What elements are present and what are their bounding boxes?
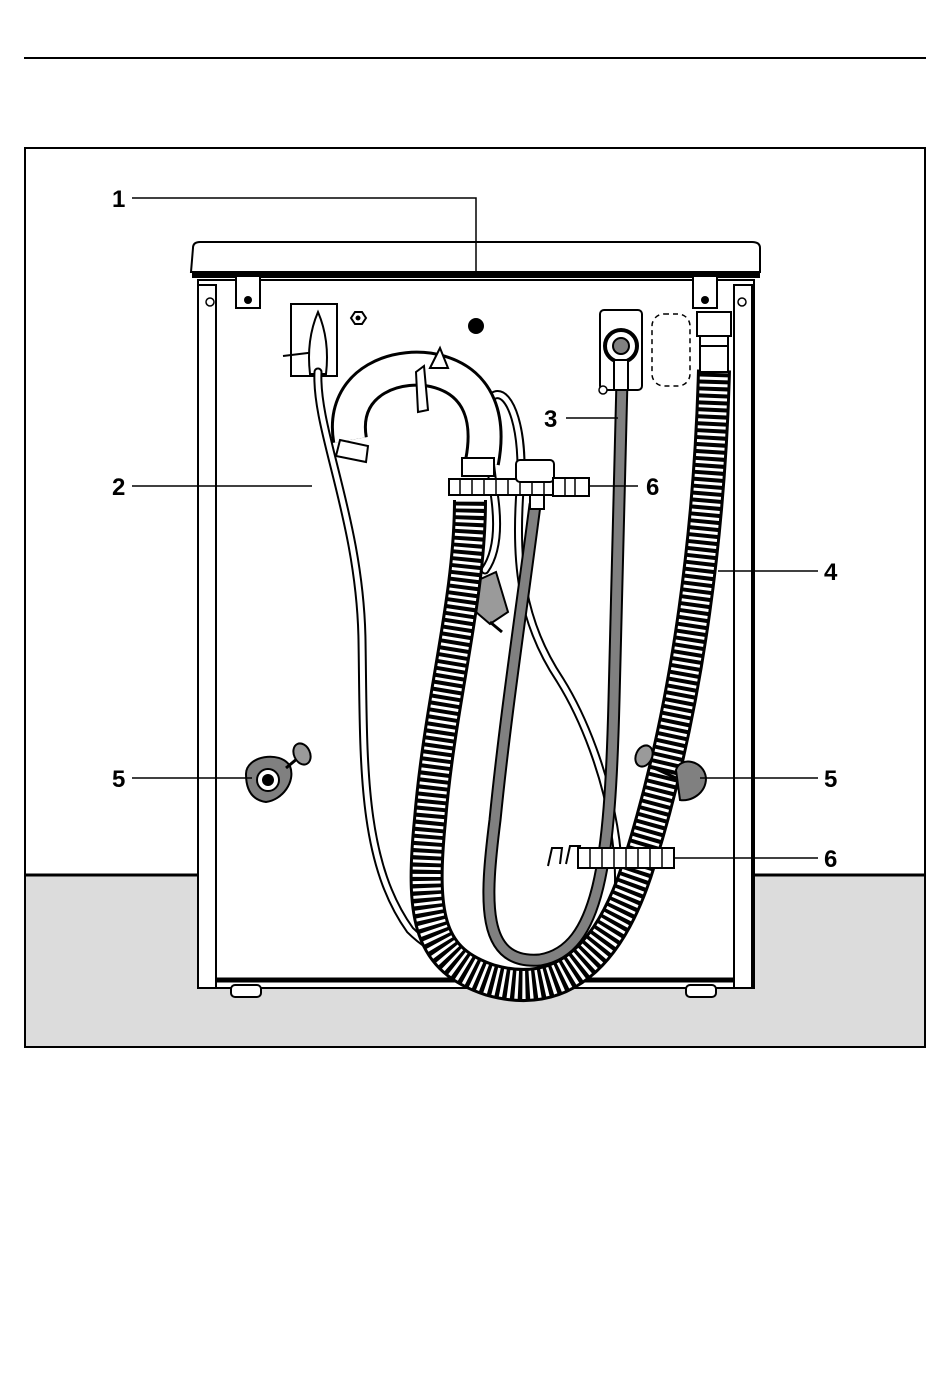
rear-dot (468, 318, 484, 334)
callout-1: 1 (112, 186, 125, 213)
callout-6-bottom: 6 (824, 846, 837, 873)
cable-hook (283, 304, 337, 376)
callout-5-right: 5 (824, 766, 837, 793)
inlet-valve (599, 310, 642, 394)
callout-3: 3 (544, 406, 557, 433)
callout-4: 4 (824, 559, 838, 586)
callout-6-top: 6 (646, 474, 659, 501)
callout-5-left: 5 (112, 766, 125, 793)
callout-2: 2 (112, 474, 125, 501)
